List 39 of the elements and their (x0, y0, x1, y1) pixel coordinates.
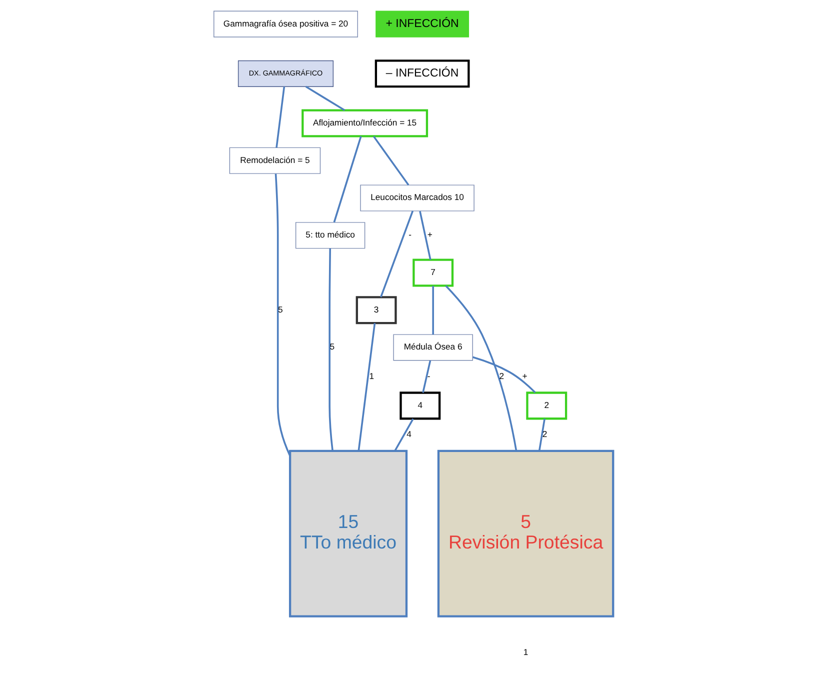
legend-label: + INFECCIÓN (386, 18, 459, 30)
node-box: Gammagrafía ósea positiva = 20 (214, 10, 358, 38)
edge-label: + (427, 230, 432, 240)
node-box: 3 (356, 296, 397, 324)
edge-label: 2 (499, 370, 504, 381)
legend-label: – INFECCIÓN (386, 67, 459, 80)
edge-label: 2 (542, 429, 548, 440)
connector (328, 248, 334, 451)
connector (472, 356, 536, 394)
node-box: 5 Revisión Protésica (437, 450, 614, 618)
connector (274, 174, 291, 456)
edge-label: 5 (278, 304, 283, 314)
connector (538, 418, 546, 452)
node-box: 7 (412, 258, 454, 287)
connector (372, 136, 410, 186)
node-box: Médula Ósea 6 (393, 334, 473, 361)
connector (380, 210, 414, 298)
edge-label: + (522, 370, 528, 381)
connector (419, 210, 432, 260)
node-box: 15 TTo médico (288, 450, 408, 618)
node-box: Aflojamiento/Infección = 15 (302, 109, 428, 138)
connector (445, 285, 518, 451)
label: 1 (523, 647, 528, 658)
edge-label: - (408, 230, 412, 240)
node-box: Remodelación = 5 (229, 147, 321, 174)
node-box: 5: tto médico (295, 222, 366, 249)
connector (333, 136, 362, 223)
node-box: 4 (400, 392, 441, 420)
node-box: 2 (526, 392, 568, 420)
connector (422, 360, 432, 393)
connector (276, 86, 286, 148)
node-box: Leucocitos Marcados 10 (360, 184, 474, 212)
edge-label: 4 (406, 429, 412, 440)
edge-label: - (427, 370, 430, 381)
connector (432, 286, 434, 334)
connector (305, 86, 346, 112)
connector (358, 322, 376, 451)
connector (394, 418, 414, 452)
edge-label: 1 (369, 370, 374, 381)
